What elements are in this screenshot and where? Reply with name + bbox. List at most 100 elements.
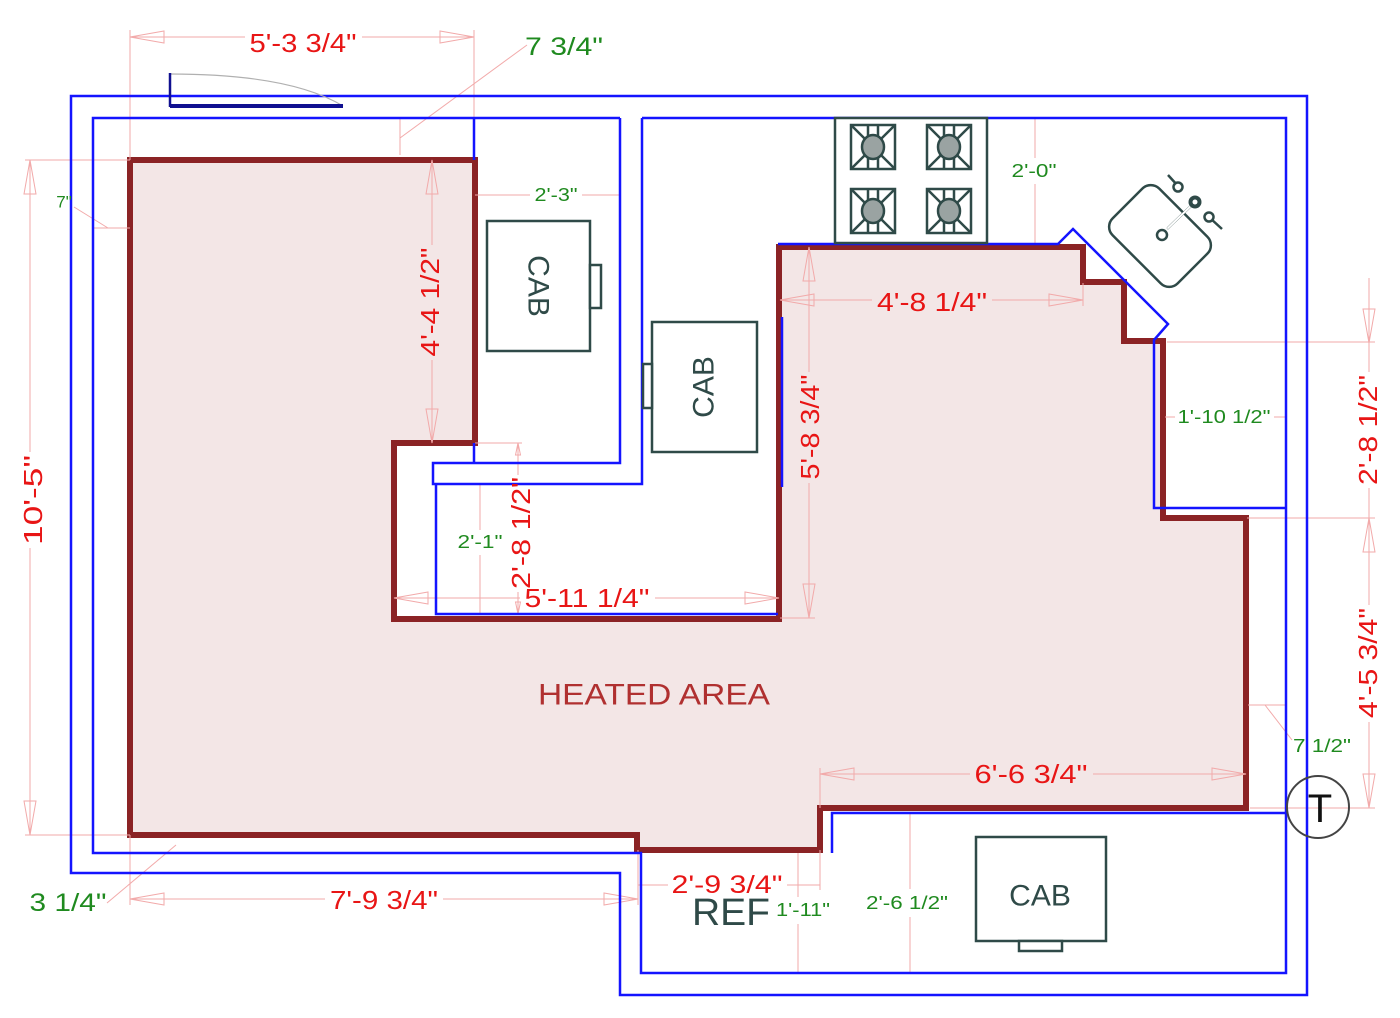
dim-bottom-width: 7'-9 3/4" xyxy=(330,885,438,915)
burner-cap xyxy=(860,133,886,161)
burner-grate-bar xyxy=(879,188,896,205)
burner-grate-bar xyxy=(955,153,972,170)
dim-upper-right-width: 4'-8 1/4" xyxy=(877,287,987,317)
dim-sink-clearance: 1'-10 1/2" xyxy=(1178,407,1271,427)
dimension-arrowhead xyxy=(514,442,522,456)
notch-wall xyxy=(434,484,778,616)
dim-notch-width: 5'-11 1/4" xyxy=(525,583,650,613)
knob-icon xyxy=(1172,181,1184,193)
burner-cap xyxy=(860,197,886,225)
drain-icon xyxy=(1155,228,1169,242)
dimension-arrowhead xyxy=(1211,767,1247,781)
dimension-arrowhead xyxy=(802,583,816,619)
burner-grate-bar xyxy=(850,188,867,205)
dim-right-wall-offset: 7 1/2" xyxy=(1293,736,1351,756)
dimension-arrowhead xyxy=(393,591,429,605)
thermostat-icon: T xyxy=(1286,775,1350,839)
faucet-icon xyxy=(1155,174,1223,242)
dim-left-wall-offset: 7" xyxy=(56,193,72,212)
thermostat-label: T xyxy=(1308,787,1332,831)
dimension-arrowhead xyxy=(802,246,816,282)
dim-top-width: 5'-3 3/4" xyxy=(250,28,357,58)
cabinet-handle xyxy=(588,263,603,310)
inner-wall xyxy=(91,116,1288,975)
dimension-arrowhead xyxy=(23,159,37,195)
cabinet-label: CAB xyxy=(1009,880,1071,913)
dim-bottom-cab-clearance: 2'-6 1/2" xyxy=(866,893,948,913)
cabinet-center: CAB xyxy=(641,320,759,454)
dim-right-lower-height: 4'-5 3/4" xyxy=(1353,608,1383,718)
dim-notch-height: 2'-8 1/2" xyxy=(506,477,536,589)
leader-line-left-wall-offset xyxy=(73,206,109,229)
dimension-arrowhead xyxy=(1362,773,1376,809)
burner-icon xyxy=(925,187,973,235)
dim-top-wall-offset: 7 3/4" xyxy=(525,33,603,61)
dim-center-height: 5'-8 3/4" xyxy=(795,375,825,480)
outer-wall xyxy=(69,94,1309,997)
burner-grate-bar xyxy=(955,188,972,205)
cooktop-icon xyxy=(833,116,989,245)
burner-grate-bar xyxy=(850,217,867,234)
refrigerator-label: REF xyxy=(692,892,770,934)
lower-counter-wall xyxy=(830,811,1286,853)
dimension-arrowhead xyxy=(819,767,855,781)
dimension-arrowhead xyxy=(23,800,37,836)
burner-cap xyxy=(936,197,962,225)
dimension-arrowhead xyxy=(439,30,475,44)
dimension-arrowhead xyxy=(779,293,815,307)
dimension-arrowhead xyxy=(129,892,165,906)
dimension-arrowhead xyxy=(744,591,780,605)
burner-grate-bar xyxy=(926,217,943,234)
knob-icon xyxy=(1203,211,1215,223)
dimension-arrowhead xyxy=(425,159,439,195)
burner-grate-bar xyxy=(879,124,896,141)
dimension-arrowhead xyxy=(129,30,165,44)
thermostat-circle xyxy=(1286,775,1350,839)
dimension-arrowhead xyxy=(425,408,439,444)
burner-grate-bar xyxy=(926,124,943,141)
door-arc xyxy=(169,73,344,107)
cabinet-body xyxy=(485,219,592,353)
dim-lower-right-width: 6'-6 3/4" xyxy=(975,759,1088,789)
dimension-arrowhead xyxy=(1048,293,1084,307)
dim-stove-clearance: 2'-0" xyxy=(1012,161,1057,181)
dim-left-height: 10'-5" xyxy=(18,455,48,545)
burner-icon xyxy=(849,123,897,171)
cabinet-handle xyxy=(641,362,654,410)
cabinet-label: CAB xyxy=(688,356,721,418)
dim-ref-clearance: 1'-11" xyxy=(776,900,830,920)
dimension-arrows xyxy=(23,30,1376,906)
burner-icon xyxy=(849,187,897,235)
cabinet-body xyxy=(650,320,759,454)
burner-grate-bar xyxy=(955,124,972,141)
cabinet-label: CAB xyxy=(522,255,555,317)
dimension-arrowhead xyxy=(1362,517,1376,553)
burner-grate-bar xyxy=(850,124,867,141)
burner-grate-bar xyxy=(850,153,867,170)
burner-grate-bar xyxy=(879,153,896,170)
leader-line-right-wall-offset xyxy=(1264,704,1293,741)
walls xyxy=(69,94,1309,997)
burner-grate-bar xyxy=(926,153,943,170)
dim-notch-clearance: 2'-1" xyxy=(458,532,503,552)
dim-upper-cab-clearance: 2'-3" xyxy=(535,185,578,205)
leader-line-top-wall-offset xyxy=(399,44,528,139)
dim-right-upper-height: 2'-8 1/2" xyxy=(1353,375,1383,485)
dimension-arrowhead xyxy=(514,601,522,615)
cabinet-upper-left: CAB xyxy=(485,219,603,353)
dim-step-width: 2'-9 3/4" xyxy=(672,871,783,899)
burner-grate-bar xyxy=(955,217,972,234)
door-swing-icon xyxy=(168,73,344,108)
dimension-arrowhead xyxy=(1362,308,1376,344)
dim-bottom-wall-offset: 3 1/4" xyxy=(30,889,107,917)
burner-cap xyxy=(936,133,962,161)
dim-upper-left-height: 4'-4 1/2" xyxy=(415,248,445,357)
burner-icon xyxy=(925,123,973,171)
cabinet-handle xyxy=(1017,939,1064,953)
heated-area-boundary xyxy=(127,157,1249,853)
burner-grate-bar xyxy=(926,188,943,205)
faucet-base-inner xyxy=(1192,199,1198,205)
sink-counter-wall xyxy=(778,227,1286,510)
cabinet-bottom: CAB xyxy=(974,835,1108,953)
